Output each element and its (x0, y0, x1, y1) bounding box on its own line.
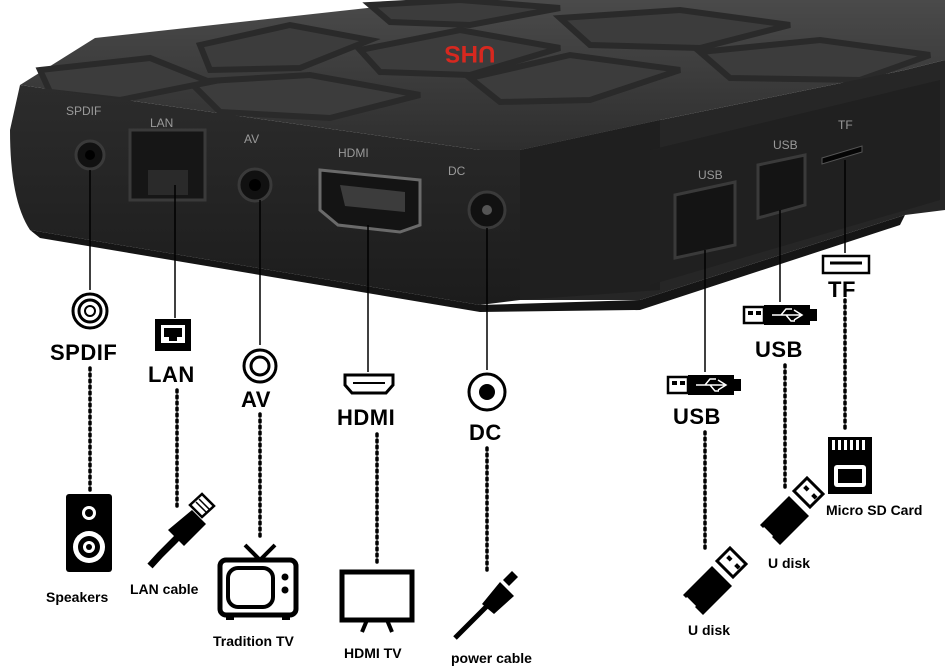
lan-label: LAN (148, 362, 195, 387)
u-disk-left-label: U disk (688, 622, 731, 638)
hdmi-label: HDMI (337, 405, 396, 430)
av-label: AV (241, 387, 271, 412)
av-port-icon (242, 348, 278, 384)
spdif-label: SPDIF (50, 340, 118, 365)
device-port-label-usb-1: USB (698, 168, 723, 182)
dc-port-icon (467, 372, 507, 412)
dc-label: DC (469, 420, 502, 445)
device-port-label-dc: DC (448, 164, 466, 178)
tradition-tv-label: Tradition TV (213, 633, 294, 649)
micro-sd-card-label: Micro SD Card (826, 502, 923, 518)
device-port-label-tf: TF (838, 118, 853, 132)
lan-port-icon (155, 319, 191, 351)
device-port-label-lan: LAN (150, 116, 174, 130)
usb-stick-icon (760, 475, 826, 545)
speaker-icon (66, 494, 112, 572)
lan-cable-label: LAN cable (130, 581, 199, 597)
tv-box: UHS (10, 0, 945, 312)
retro-tv-icon (217, 543, 299, 620)
dotted-lines (88, 298, 847, 574)
usb-stick-icon (683, 545, 749, 615)
power-plug-icon (453, 571, 518, 640)
sd-card-icon (828, 437, 872, 494)
brand-logo: UHS (445, 40, 496, 67)
hdmi-tv-label: HDMI TV (344, 645, 402, 661)
hdmi-port-icon (343, 373, 395, 395)
connector-lines (89, 160, 846, 372)
device-port-label-hdmi: HDMI (338, 146, 369, 160)
spdif-port-icon (71, 292, 109, 330)
u-disk-right-label: U disk (768, 555, 811, 571)
lan-cable-icon (147, 492, 216, 569)
device-port-label-usb-2: USB (773, 138, 798, 152)
usb-right-label: USB (755, 337, 803, 362)
tf-label: TF (828, 277, 856, 302)
device-port-label-spdif: SPDIF (66, 104, 102, 118)
tf-slot-icon (821, 254, 871, 275)
usb-port-icon (666, 375, 741, 395)
usb-left-label: USB (673, 404, 721, 429)
power-cable-label: power cable (451, 650, 532, 666)
monitor-icon (339, 569, 415, 633)
usb-port-icon (742, 305, 817, 325)
device-port-label-av: AV (244, 132, 260, 146)
speakers-label: Speakers (46, 589, 109, 605)
